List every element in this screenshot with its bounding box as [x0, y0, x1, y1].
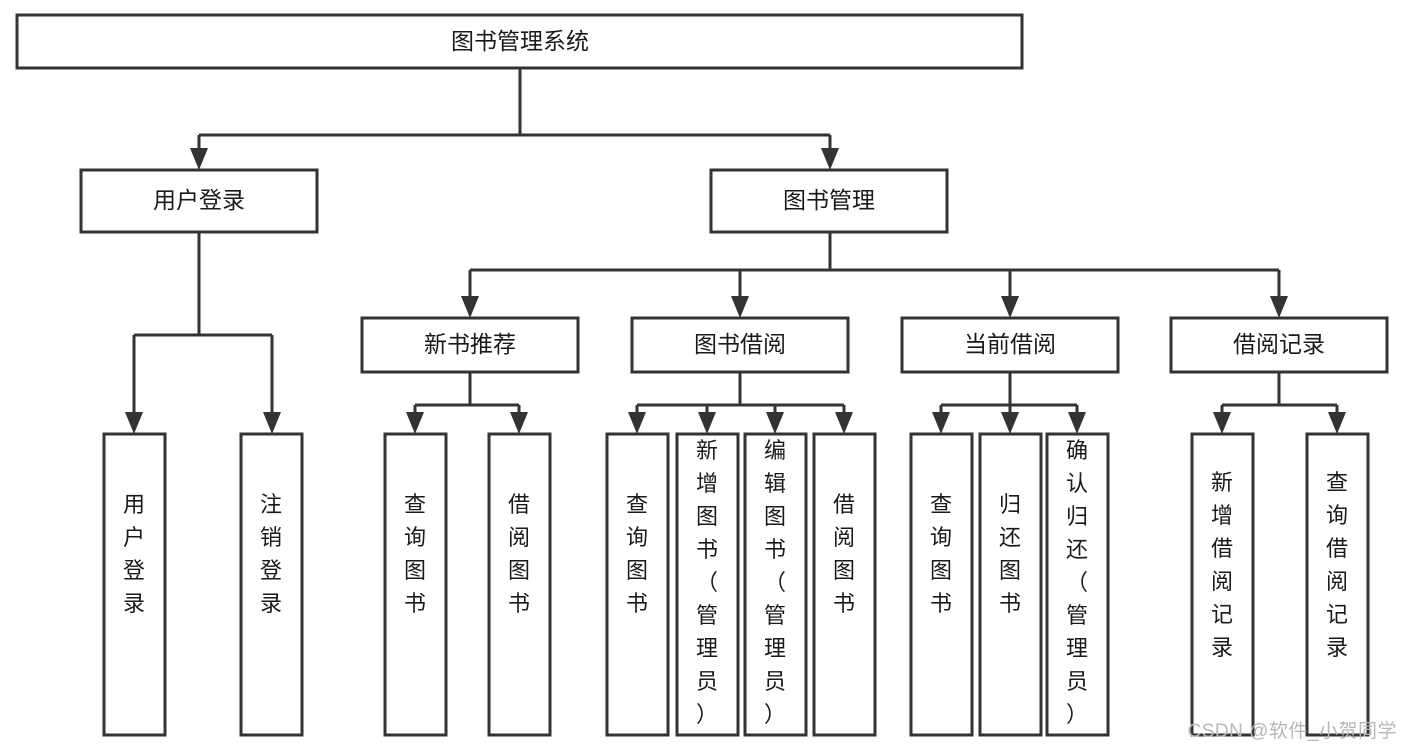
leaf-node[interactable]: 借阅图书 [812, 432, 877, 737]
arrow-to-userlogin [190, 148, 208, 170]
arrow-newbook-l1 [406, 412, 424, 434]
node-book-borrow-label: 图书借阅 [694, 331, 786, 357]
node-borrow-record-box[interactable] [1169, 316, 1389, 374]
node-book-management[interactable]: 图书管理 [709, 168, 949, 234]
arrow-borrow-l4 [835, 412, 853, 434]
leaf-user-login-label: 用户登录 [123, 492, 145, 616]
leaf-current-return-box[interactable] [978, 432, 1043, 737]
leaf-node[interactable]: 归还图书 [978, 432, 1043, 737]
leaf-newbook-query-label: 查询图书 [404, 492, 426, 616]
leaf-node[interactable]: 查询图书 [909, 432, 974, 737]
node-book-borrow[interactable]: 图书借阅 [630, 316, 850, 374]
leaf-borrow-do-box[interactable] [812, 432, 877, 737]
leaf-borrow-add-label: 新增图书（管理员） [696, 438, 718, 727]
arrow-current-l3 [1068, 412, 1086, 434]
node-book-management-label: 图书管理 [783, 187, 875, 213]
node-current-borrow-box[interactable] [900, 316, 1120, 374]
leaf-node[interactable]: 注销登录 [239, 432, 304, 737]
leaf-borrow-query-label: 查询图书 [626, 492, 648, 616]
arrow-userlogin-leaf1 [125, 412, 143, 434]
node-user-login-box[interactable] [79, 168, 319, 234]
arrow-current-l1 [932, 412, 950, 434]
leaf-current-query-box[interactable] [909, 432, 974, 737]
leaf-node[interactable]: 查询图书 [605, 432, 670, 737]
leaf-user-login-box[interactable] [102, 432, 167, 737]
leaf-borrow-edit-label: 编辑图书（管理员） [764, 438, 786, 727]
leaf-borrow-query-box[interactable] [605, 432, 670, 737]
connector-group [125, 68, 1346, 434]
node-new-book-recommend-label: 新书推荐 [424, 331, 516, 357]
arrow-borrow-l3 [766, 412, 784, 434]
leaf-node[interactable]: 借阅图书 [487, 432, 552, 737]
arrow-borrow-l1 [628, 412, 646, 434]
leaf-borrow-do-label: 借阅图书 [833, 492, 855, 616]
arrow-bookmgmt-c3 [1001, 296, 1019, 318]
arrow-record-l1 [1213, 412, 1231, 434]
node-root-box[interactable] [15, 13, 1024, 70]
leaf-record-query-box[interactable] [1305, 432, 1370, 737]
leaf-node[interactable]: 用户登录 [102, 432, 167, 737]
leaf-borrow-add-box[interactable] [675, 432, 740, 737]
leaf-record-query-label: 查询借阅记录 [1326, 470, 1348, 660]
arrow-userlogin-leaf2 [263, 412, 281, 434]
arrow-bookmgmt-c2 [731, 296, 749, 318]
node-current-borrow[interactable]: 当前借阅 [900, 316, 1120, 374]
leaf-current-confirm-box[interactable] [1045, 432, 1110, 737]
leaf-node[interactable]: 新增借阅记录 [1190, 432, 1255, 737]
leaf-borrow-edit-box[interactable] [743, 432, 808, 737]
node-borrow-record[interactable]: 借阅记录 [1169, 316, 1389, 374]
node-root-label: 图书管理系统 [451, 28, 589, 54]
leaf-current-query-label: 查询图书 [930, 492, 952, 616]
leaf-current-confirm-label: 确认归还（管理员） [1066, 438, 1088, 727]
node-new-book-recommend[interactable]: 新书推荐 [360, 316, 580, 374]
node-new-book-recommend-box[interactable] [360, 316, 580, 374]
node-current-borrow-label: 当前借阅 [964, 331, 1056, 357]
leaf-newbook-borrow-box[interactable] [487, 432, 552, 737]
leaf-node[interactable]: 查询借阅记录 [1305, 432, 1370, 737]
leaf-node[interactable]: 查询图书 [383, 432, 448, 737]
arrow-to-bookmgmt [821, 148, 839, 170]
leaf-logout-box[interactable] [239, 432, 304, 737]
arrow-bookmgmt-c4 [1270, 296, 1288, 318]
arrow-current-l2 [1001, 412, 1019, 434]
leaf-node[interactable]: 编辑图书（管理员） [743, 432, 808, 737]
arrow-bookmgmt-c1 [461, 296, 479, 318]
leaf-logout-label: 注销登录 [260, 492, 282, 616]
leaf-record-add-box[interactable] [1190, 432, 1255, 737]
arrow-newbook-l2 [510, 412, 528, 434]
node-root[interactable]: 图书管理系统 [15, 13, 1024, 70]
arrow-record-l2 [1328, 412, 1346, 434]
node-user-login-label: 用户登录 [153, 187, 245, 213]
node-book-management-box[interactable] [709, 168, 949, 234]
arrow-borrow-l2 [698, 412, 716, 434]
leaf-current-return-label: 归还图书 [999, 492, 1021, 616]
node-book-borrow-box[interactable] [630, 316, 850, 374]
leaf-node[interactable]: 确认归还（管理员） [1045, 432, 1110, 737]
leaf-newbook-borrow-label: 借阅图书 [508, 492, 530, 616]
leaf-newbook-query-box[interactable] [383, 432, 448, 737]
node-borrow-record-label: 借阅记录 [1233, 331, 1325, 357]
leaf-record-add-label: 新增借阅记录 [1211, 470, 1233, 660]
node-user-login[interactable]: 用户登录 [79, 168, 319, 234]
leaf-node[interactable]: 新增图书（管理员） [675, 432, 740, 737]
